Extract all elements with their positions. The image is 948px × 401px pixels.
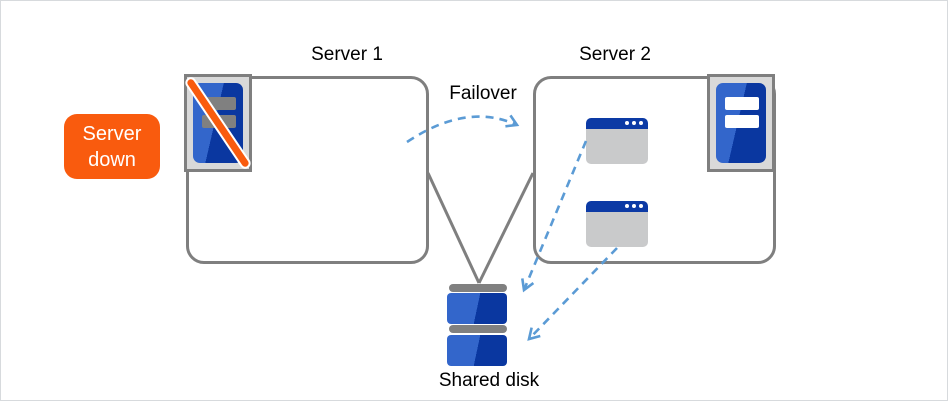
disk-cap-icon (449, 325, 507, 333)
disk-platter-icon (447, 293, 507, 324)
failover-label: Failover (449, 83, 517, 104)
window-body (586, 212, 648, 247)
server-down-badge-line1: Server (82, 122, 142, 145)
window-titlebar (586, 201, 648, 212)
server1-label: Server 1 (311, 44, 383, 65)
server-chassis (716, 83, 766, 163)
server1-to-disk-line (426, 172, 481, 284)
application-a-window-icon (586, 118, 648, 164)
server2-to-disk-line (477, 172, 535, 284)
disk-platter-icon (447, 335, 507, 366)
server-down-badge: Server down (64, 114, 160, 179)
window-titlebar (586, 118, 648, 129)
window-buttons-icon (625, 121, 643, 125)
application-b-window-icon (586, 201, 648, 247)
server2-label: Server 2 (579, 44, 651, 65)
active-server-icon (707, 74, 775, 172)
shared-disk-label: Shared disk (438, 370, 540, 391)
disk-cap-icon (449, 284, 507, 292)
window-buttons-icon (625, 204, 643, 208)
server-down-badge-line2: down (88, 148, 136, 171)
failed-server-icon (183, 74, 253, 172)
server-slot (725, 115, 759, 128)
window-body (586, 129, 648, 164)
server-slot (725, 97, 759, 110)
